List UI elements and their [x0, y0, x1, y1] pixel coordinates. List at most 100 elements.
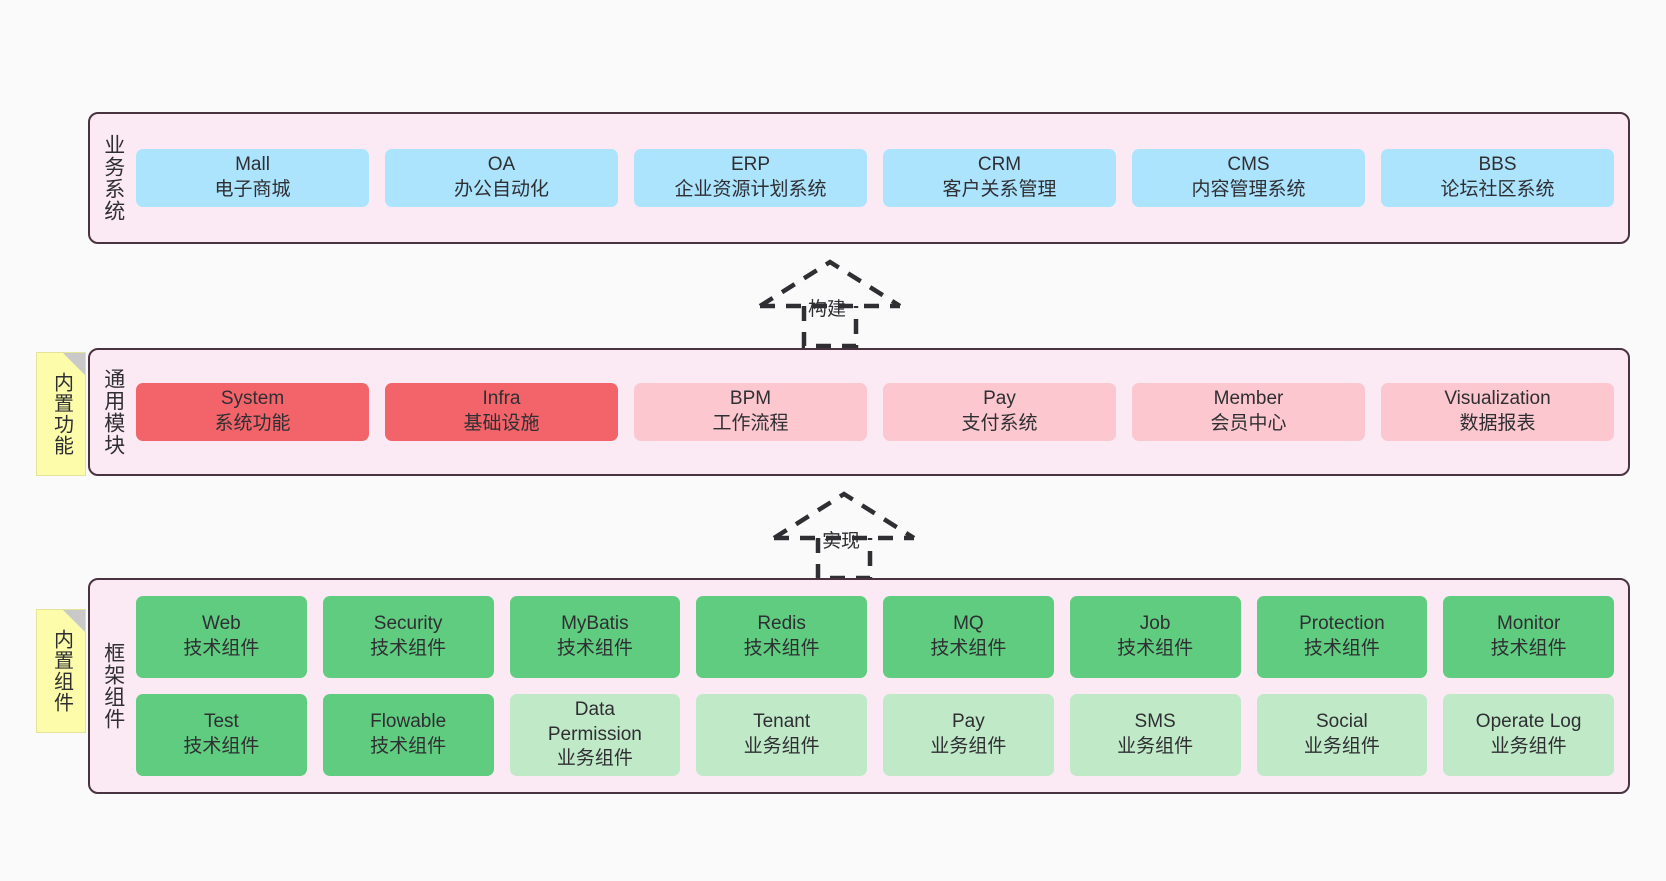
build-arrow-stem	[801, 306, 859, 349]
card-subtitle: 办公自动化	[453, 179, 549, 200]
card-subtitle: 系统功能	[214, 413, 291, 434]
card-pay[interactable]: Pay 支付系统	[883, 383, 1116, 441]
card-subtitle: 技术组件	[370, 736, 447, 757]
card-title: Web	[202, 613, 241, 635]
card-mall[interactable]: Mall 电子商城	[136, 149, 369, 207]
card-title: Redis	[757, 613, 806, 635]
card-title: Mall	[235, 154, 270, 176]
card-subtitle: 业务组件	[556, 748, 633, 770]
card-subtitle: 业务组件	[1490, 736, 1567, 757]
card-subtitle: 电子商城	[214, 179, 291, 200]
card-bbs[interactable]: BBS 论坛社区系统	[1381, 149, 1614, 207]
card-title: SMS	[1134, 711, 1176, 733]
card-title: Social	[1316, 711, 1368, 733]
card-row: Test 技术组件 Flowable 技术组件 Data Permission …	[136, 694, 1614, 776]
card-test[interactable]: Test 技术组件	[136, 694, 307, 776]
card-subtitle: 技术组件	[556, 638, 633, 659]
card-erp[interactable]: ERP 企业资源计划系统	[634, 149, 867, 207]
card-cms[interactable]: CMS 内容管理系统	[1132, 149, 1365, 207]
implement-arrow-label: 实现	[822, 531, 861, 552]
card-system[interactable]: System 系统功能	[136, 383, 369, 441]
card-row: Mall 电子商城 OA 办公自动化 ERP 企业资源计划系统 CRM 客户关系…	[136, 149, 1614, 207]
card-title: BPM	[729, 388, 772, 410]
card-member[interactable]: Member 会员中心	[1132, 383, 1365, 441]
note-label: 内置功能	[50, 372, 73, 456]
card-title: CRM	[977, 154, 1022, 176]
card-subtitle: 技术组件	[1303, 638, 1380, 659]
card-title: OA	[487, 154, 516, 176]
card-subtitle: 业务组件	[930, 736, 1007, 757]
card-subtitle: 业务组件	[1117, 736, 1194, 757]
card-title: Flowable	[370, 711, 447, 733]
card-title: Pay	[952, 711, 985, 733]
card-subtitle: 技术组件	[183, 638, 260, 659]
card-web[interactable]: Web 技术组件	[136, 596, 307, 678]
card-bpm[interactable]: BPM 工作流程	[634, 383, 867, 441]
layer-title-framework-component: 框架组件	[101, 642, 125, 730]
card-crm[interactable]: CRM 客户关系管理	[883, 149, 1116, 207]
card-row: System 系统功能 Infra 基础设施 BPM 工作流程 Pay 支付系统…	[136, 383, 1614, 441]
card-subtitle: 客户关系管理	[942, 179, 1057, 200]
layer-business-system: 业务系统 Mall 电子商城 OA 办公自动化 ERP 企业资源计划系统 CRM…	[88, 112, 1630, 244]
layer-title-common-module: 通用模块	[101, 368, 125, 456]
card-tenant[interactable]: Tenant 业务组件	[696, 694, 867, 776]
card-title: Monitor	[1496, 613, 1561, 635]
card-operate-log[interactable]: Operate Log 业务组件	[1443, 694, 1614, 776]
card-title: System	[220, 388, 285, 410]
card-security[interactable]: Security 技术组件	[322, 596, 494, 678]
card-subtitle: 业务组件	[1303, 736, 1380, 757]
card-subtitle: 企业资源计划系统	[674, 179, 827, 200]
note-label: 内置组件	[50, 629, 73, 713]
card-subtitle: 技术组件	[1117, 638, 1194, 659]
card-title: Tenant	[753, 711, 811, 733]
card-monitor[interactable]: Monitor 技术组件	[1443, 596, 1614, 678]
card-title: Security	[373, 613, 443, 635]
card-social[interactable]: Social 业务组件	[1256, 694, 1428, 776]
layer-title-business-system: 业务系统	[101, 134, 125, 222]
card-visualization[interactable]: Visualization 数据报表	[1381, 383, 1614, 441]
layer-framework-component: 框架组件 Web 技术组件 Security 技术组件 MyBatis 技术组件…	[88, 578, 1630, 794]
card-subtitle: 支付系统	[961, 413, 1038, 434]
card-subtitle: 技术组件	[930, 638, 1007, 659]
card-flowable[interactable]: Flowable 技术组件	[322, 694, 494, 776]
card-title: Job	[1139, 613, 1171, 635]
card-data-permission[interactable]: Data Permission 业务组件	[509, 694, 681, 776]
build-arrow-label: 构建	[808, 299, 847, 320]
card-mybatis[interactable]: MyBatis 技术组件	[509, 596, 681, 678]
card-pay-business[interactable]: Pay 业务组件	[883, 694, 1054, 776]
card-protection[interactable]: Protection 技术组件	[1256, 596, 1428, 678]
layer-common-module: 通用模块 System 系统功能 Infra 基础设施 BPM 工作流程 Pay…	[88, 348, 1630, 476]
card-title: Test	[203, 711, 239, 733]
build-arrow: 构建	[756, 258, 906, 349]
card-title: BBS	[1478, 154, 1517, 176]
card-title: Member	[1213, 388, 1284, 410]
card-subtitle: 会员中心	[1210, 413, 1287, 434]
note-builtin-function: 内置功能	[36, 352, 86, 476]
layer-body-framework-component: Web 技术组件 Security 技术组件 MyBatis 技术组件 Redi…	[136, 580, 1628, 792]
card-subtitle: 业务组件	[743, 736, 820, 757]
card-oa[interactable]: OA 办公自动化	[385, 149, 618, 207]
card-title: ERP	[730, 154, 771, 176]
note-builtin-component: 内置组件	[36, 609, 86, 733]
card-redis[interactable]: Redis 技术组件	[696, 596, 867, 678]
card-subtitle: 工作流程	[712, 413, 789, 434]
card-mq[interactable]: MQ 技术组件	[883, 596, 1054, 678]
implement-arrow: 实现	[770, 490, 920, 581]
card-title: Protection	[1299, 613, 1385, 635]
card-sms[interactable]: SMS 业务组件	[1069, 694, 1241, 776]
card-title: Infra	[482, 388, 521, 410]
card-title: Pay	[983, 388, 1016, 410]
implement-arrow-head	[772, 491, 916, 540]
layer-body-business-system: Mall 电子商城 OA 办公自动化 ERP 企业资源计划系统 CRM 客户关系…	[136, 114, 1628, 242]
card-title: MyBatis	[561, 613, 629, 635]
card-subtitle: 技术组件	[183, 736, 260, 757]
card-title: MQ	[953, 613, 984, 635]
card-subtitle: 论坛社区系统	[1440, 179, 1555, 200]
card-job[interactable]: Job 技术组件	[1069, 596, 1241, 678]
card-row: Web 技术组件 Security 技术组件 MyBatis 技术组件 Redi…	[136, 596, 1614, 678]
card-subtitle: 内容管理系统	[1191, 179, 1306, 200]
card-title: Visualization	[1444, 388, 1551, 410]
card-infra[interactable]: Infra 基础设施	[385, 383, 618, 441]
card-title: CMS	[1227, 154, 1270, 176]
